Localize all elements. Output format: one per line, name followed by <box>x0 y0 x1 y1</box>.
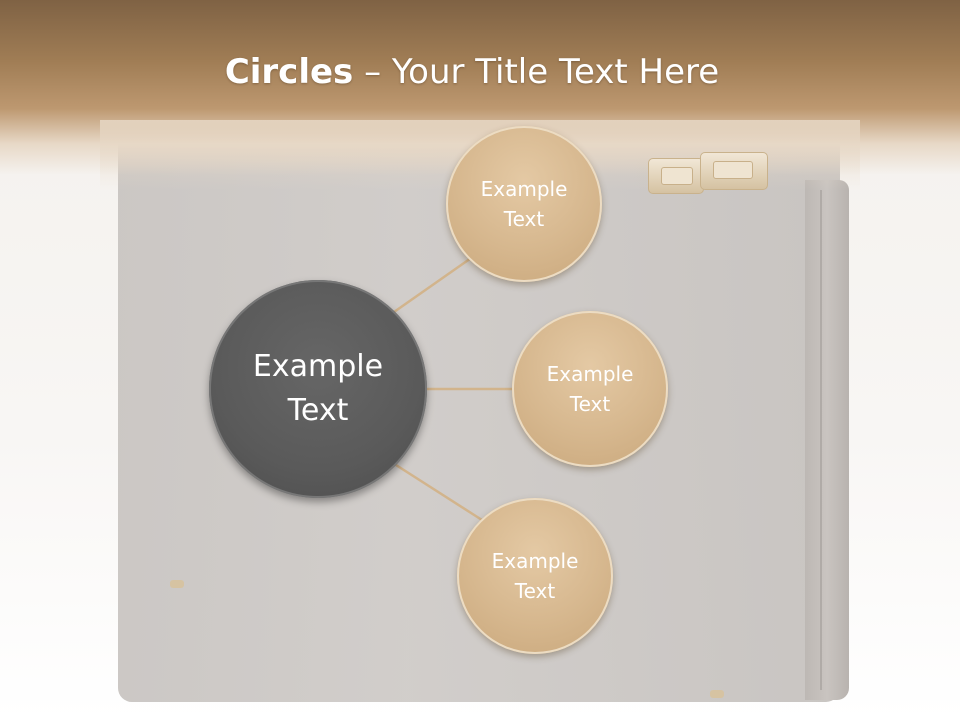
connector-line-3 <box>395 463 483 522</box>
slide-title: Circles – Your Title Text Here <box>0 52 944 92</box>
connector-line-1 <box>393 254 475 314</box>
briefcase-foot <box>710 690 724 698</box>
briefcase-side <box>805 180 849 700</box>
slide-title-bold: Circles <box>224 52 354 92</box>
briefcase-foot <box>170 580 184 588</box>
briefcase-seam <box>820 190 822 690</box>
slide-title-rest: – Your Title Text Here <box>353 52 720 92</box>
briefcase-latch-right <box>700 152 768 190</box>
